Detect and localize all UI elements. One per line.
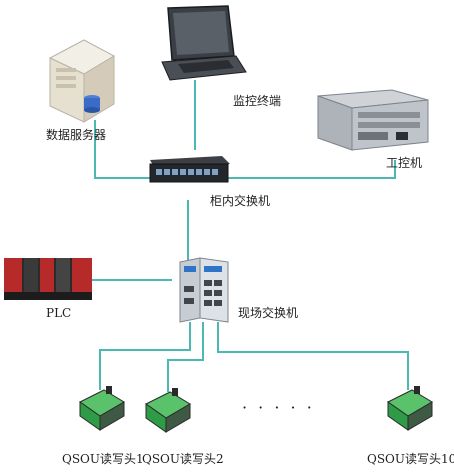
label-reader-1: QSOU读写头1 [62,452,144,466]
ellipsis-dots: · · · · · [242,398,315,417]
label-monitor-terminal: 监控终端 [233,94,282,108]
link-switch-ipc [228,160,396,179]
link-field-reader1 [99,322,191,390]
label-reader-10: QSOU读写头10 [367,452,454,466]
label-field-switch: 现场交换机 [238,306,299,320]
label-cabinet-switch: 柜内交换机 [210,194,271,208]
label-plc: PLC [46,306,72,320]
link-server-switch [94,120,150,179]
label-reader-2: QSOU读写头2 [142,452,224,466]
link-field-reader2 [167,322,204,392]
label-data-server: 数据服务器 [46,128,107,142]
label-industrial-pc: 工控机 [386,156,423,170]
link-field-reader-last [217,322,409,390]
